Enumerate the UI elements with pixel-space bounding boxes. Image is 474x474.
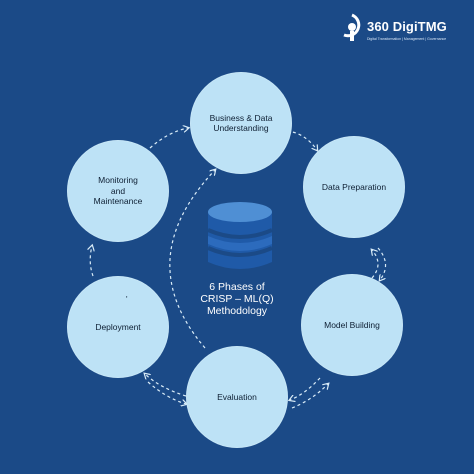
- phase-evaluation: Evaluation: [186, 346, 288, 448]
- phase-business-understanding: Business & Data Understanding: [190, 72, 292, 174]
- phase-label: Monitoring and Maintenance: [93, 175, 143, 207]
- brand-tagline: Digital Transformation | Management | Go…: [367, 37, 447, 41]
- phase-label: Evaluation: [217, 391, 257, 402]
- center-title-line3: Methodology: [206, 305, 268, 317]
- phase-monitoring-maintenance: Monitoring and Maintenance: [67, 140, 169, 242]
- stray-mark: ': [126, 295, 128, 304]
- arrow-deploy-to-monitor: [90, 246, 93, 277]
- phase-model-building: Model Building: [301, 274, 403, 376]
- phase-label: Data Preparation: [321, 181, 387, 192]
- arrow-eval-to-deploy: [145, 374, 187, 397]
- arrow-model-to-prep: [372, 250, 379, 279]
- center-title-line1: 6 Phases of: [209, 281, 265, 293]
- database-icon: [207, 202, 273, 269]
- phase-deployment: Deployment: [67, 276, 169, 378]
- arrow-deploy-to-eval: [147, 381, 186, 404]
- brand-logo: 360 DigiTMG Digital Transformation | Man…: [340, 13, 466, 49]
- phase-label: Business & Data Understanding: [209, 112, 273, 134]
- center-title-line2: CRISP – ML(Q): [200, 293, 274, 305]
- arrow-model-to-eval: [290, 377, 321, 400]
- arrow-monitor-to-business: [149, 128, 188, 149]
- arrow-eval-to-business-inner: [169, 170, 215, 349]
- arrow-business-to-prep: [286, 130, 317, 150]
- arrow-prep-to-model: [377, 247, 387, 280]
- logo-mark-icon: [343, 13, 361, 41]
- center-title: 6 Phases of CRISP – ML(Q) Methodology: [177, 281, 297, 317]
- phase-data-preparation: Data Preparation: [303, 136, 405, 238]
- phase-label: Model Building: [324, 319, 380, 330]
- phase-label: Deployment: [95, 321, 141, 332]
- brand-name: 360 DigiTMG: [367, 19, 447, 34]
